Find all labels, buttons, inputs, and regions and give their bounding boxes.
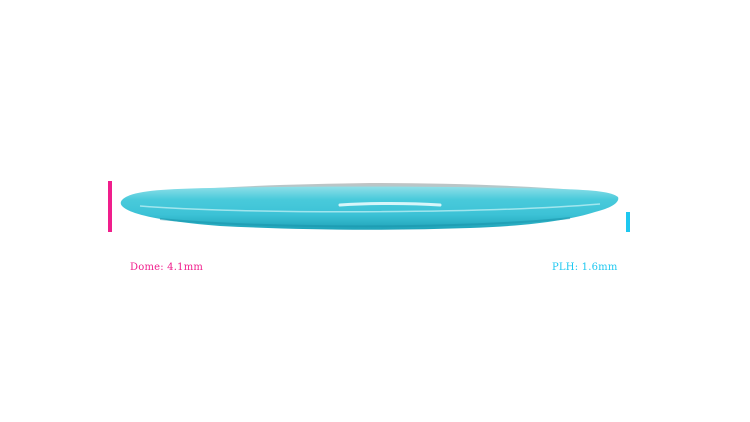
disc-rim-highlight	[139, 203, 601, 213]
dome-height-marker	[108, 181, 112, 232]
dome-measurement-label: Dome: 4.1mm	[130, 262, 204, 273]
disc-body	[120, 186, 619, 230]
disc-gloss	[338, 202, 442, 207]
plh-height-marker	[626, 212, 630, 232]
plh-measurement-label: PLH: 1.6mm	[552, 262, 618, 273]
disc-bottom-shadow	[159, 217, 571, 228]
